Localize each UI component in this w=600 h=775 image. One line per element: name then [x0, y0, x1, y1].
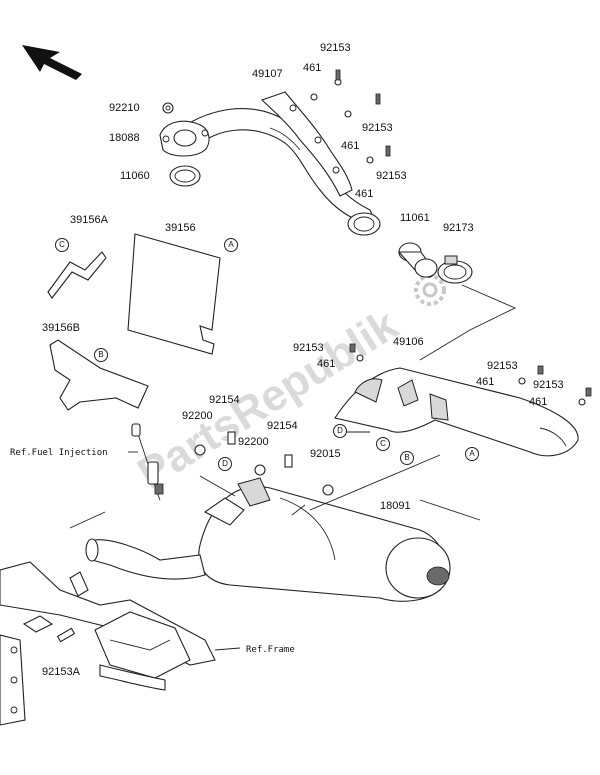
label-11060: 11060 [120, 170, 150, 182]
gasket-11061 [397, 242, 438, 278]
label-92200-a: 92200 [182, 410, 213, 422]
label-11061: 11061 [400, 212, 430, 224]
link-pipe [85, 538, 206, 580]
callout-a: A [224, 238, 238, 252]
label-92200-b: 92200 [238, 436, 269, 448]
fasteners [194, 69, 592, 496]
label-461-e: 461 [476, 376, 495, 388]
muffler-mount-bracket [203, 497, 245, 526]
label-92153-b: 92153 [362, 122, 393, 134]
callout-c: C [376, 437, 390, 451]
label-92173: 92173 [443, 222, 474, 234]
callout-d: D [218, 457, 232, 471]
gasket-11060 [169, 165, 201, 187]
direction-arrow-icon [22, 45, 82, 80]
label-39156A: 39156A [70, 214, 108, 226]
label-92153A: 92153A [42, 666, 80, 678]
muffler-18091 [198, 477, 451, 602]
label-92154-b: 92154 [267, 420, 298, 432]
label-39156B: 39156B [42, 322, 80, 334]
ref-fuel-injection: Ref.Fuel Injection [10, 448, 108, 458]
muffler-heat-shield-49106 [334, 367, 579, 457]
label-461-b: 461 [341, 140, 360, 152]
watermark-gear-icon [414, 274, 446, 306]
label-49106: 49106 [393, 336, 424, 348]
flange-18088 [159, 120, 210, 157]
label-49107: 49107 [252, 68, 283, 80]
header-heat-shield-49107 [260, 91, 353, 197]
label-39156: 39156 [165, 222, 196, 234]
label-92153-e: 92153 [487, 360, 518, 372]
label-92153-f: 92153 [533, 379, 564, 391]
label-461-d: 461 [317, 358, 336, 370]
label-18088: 18088 [109, 132, 140, 144]
label-92154-a: 92154 [209, 394, 240, 406]
oxygen-sensor [131, 423, 164, 501]
callout-b: B [94, 348, 108, 362]
label-92153-top: 92153 [320, 42, 351, 54]
callout-b: B [400, 451, 414, 465]
plate-39156 [127, 233, 221, 355]
label-461-f: 461 [529, 396, 548, 408]
leader-lines [69, 284, 517, 529]
ref-frame: Ref.Frame [246, 645, 295, 655]
callout-c: C [55, 238, 69, 252]
label-461-c: 461 [355, 188, 374, 200]
plate-39156A [47, 251, 107, 299]
frame-section [0, 451, 241, 726]
nut-92210 [162, 102, 174, 114]
bolt-92153A [56, 627, 76, 643]
label-92210: 92210 [109, 102, 140, 114]
clamp-92173 [437, 255, 473, 284]
plate-39156B [49, 339, 149, 411]
label-461-a: 461 [303, 62, 322, 74]
callout-a: A [465, 447, 479, 461]
header-pipe [177, 108, 381, 236]
callout-d: D [333, 424, 347, 438]
label-92153-d: 92153 [293, 342, 324, 354]
label-18091: 18091 [380, 500, 411, 512]
label-92015: 92015 [310, 448, 341, 460]
label-92153-c: 92153 [376, 170, 407, 182]
